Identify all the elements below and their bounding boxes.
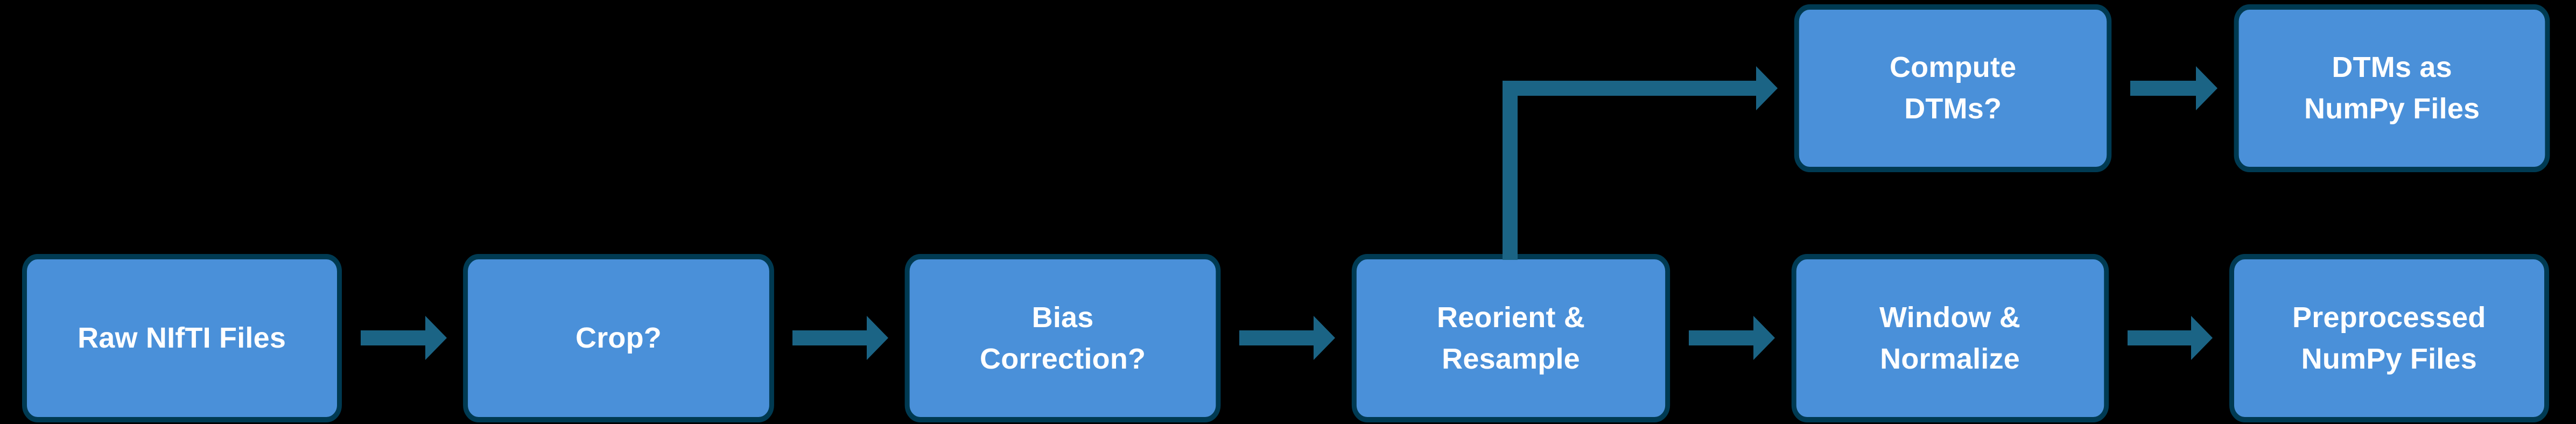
node-label: Crop? [575,322,662,355]
node-raw-nifti-files[interactable]: Raw NIfTI Files [22,254,342,422]
arrow-reorient-to-window-normalize [1689,316,1775,360]
arrow-right-icon [361,316,447,360]
arrow-right-icon [1239,316,1335,360]
node-label: Preprocessed NumPy Files [2292,301,2486,375]
node-preprocessed-numpy-files[interactable]: Preprocessed NumPy Files [2229,254,2549,422]
elbow-arrow-up-right-icon [1503,66,1778,260]
arrow-compute-dtms-to-dtms-numpy [2130,66,2217,110]
arrow-right-icon [792,316,888,360]
arrow-right-icon [2130,66,2217,110]
node-label: Compute DTMs? [1889,51,2017,125]
arrow-right-icon [1689,316,1775,360]
node-label: Window & Normalize [1879,301,2021,375]
arrow-raw-to-crop [361,316,447,360]
node-reorient-resample[interactable]: Reorient & Resample [1351,254,1670,422]
arrow-right-icon [2128,316,2213,360]
node-dtms-as-numpy-files[interactable]: DTMs as NumPy Files [2234,4,2550,172]
arrow-crop-to-bias-correction [792,316,888,360]
node-label: Raw NIfTI Files [78,322,286,355]
node-label: Bias Correction? [979,301,1146,375]
arrow-reorient-to-compute-dtms [1503,66,1778,260]
node-bias-correction[interactable]: Bias Correction? [904,254,1221,422]
node-label: Reorient & Resample [1436,301,1585,375]
node-crop[interactable]: Crop? [463,254,774,422]
node-label: DTMs as NumPy Files [2304,51,2480,125]
node-window-normalize[interactable]: Window & Normalize [1791,254,2109,422]
arrow-bias-correction-to-reorient [1239,316,1335,360]
arrow-window-normalize-to-preprocessed [2128,316,2213,360]
node-compute-dtms[interactable]: Compute DTMs? [1794,4,2112,172]
